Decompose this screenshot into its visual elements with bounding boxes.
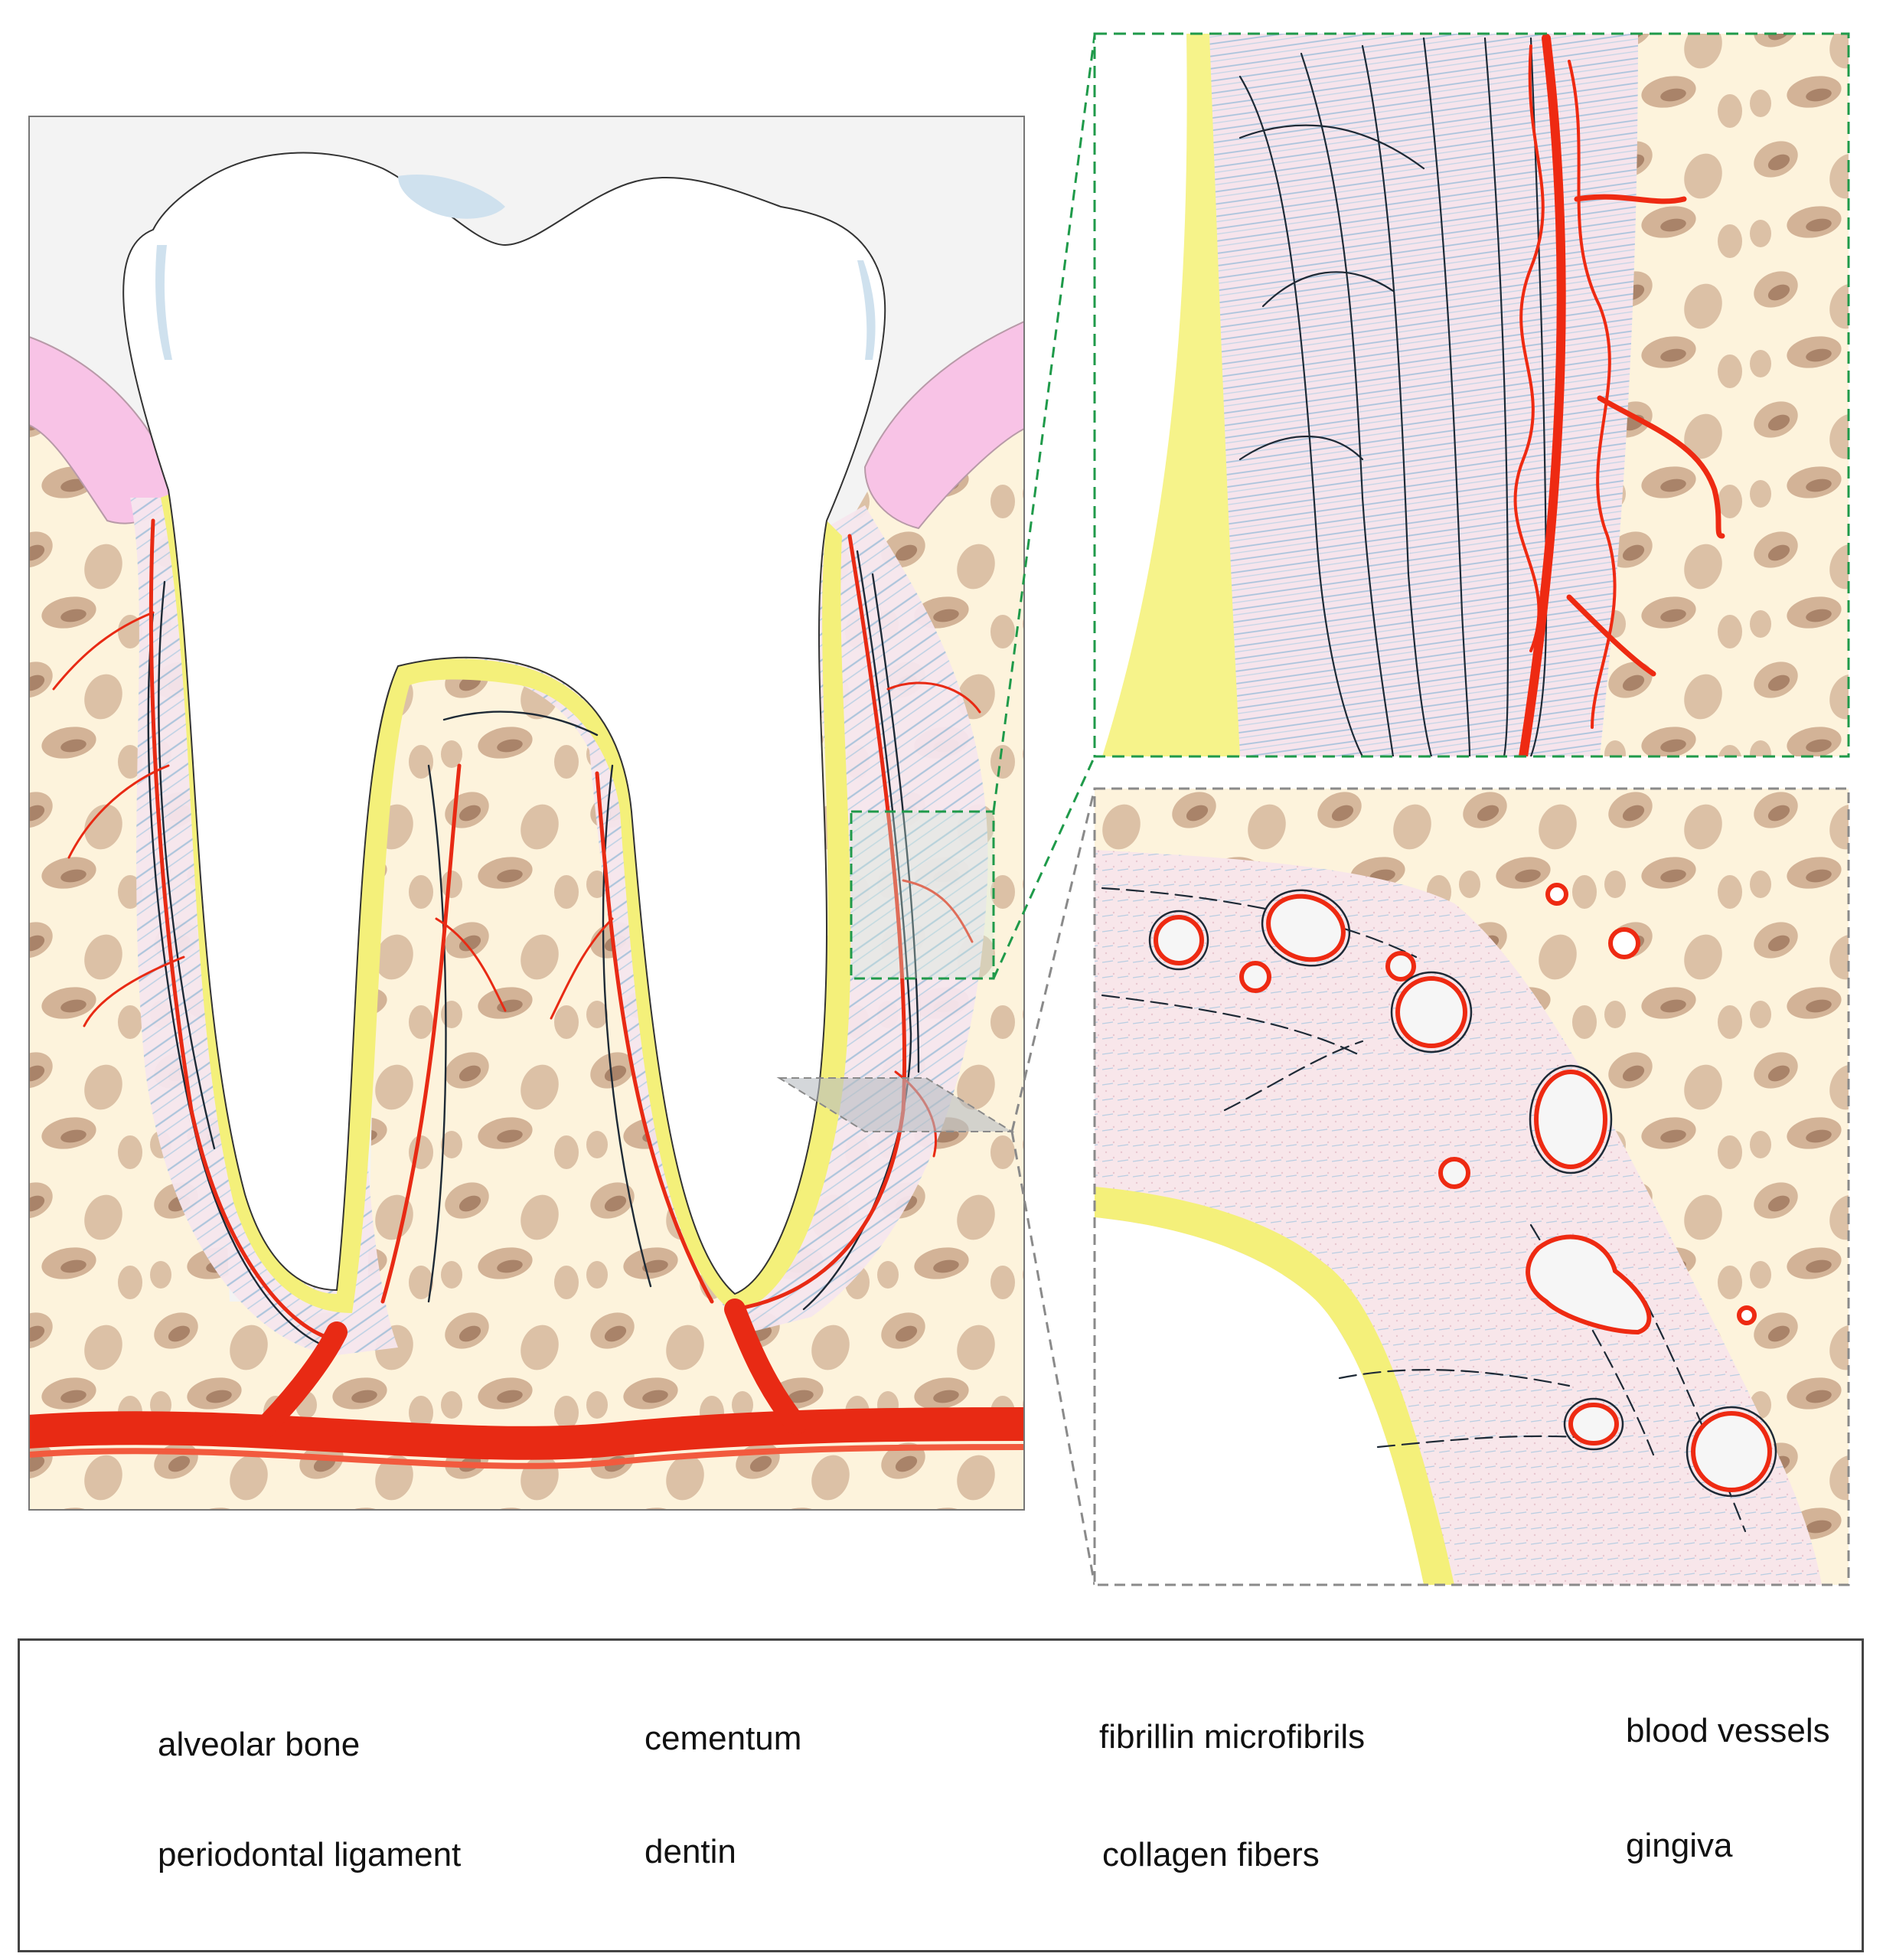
main-frame xyxy=(28,116,1025,1511)
legend-label-gingiva: gingiva xyxy=(1626,1827,1733,1864)
legend-label-fibrillin-microfibrils: fibrillin microfibrils xyxy=(1099,1718,1366,1756)
zoom-connectors xyxy=(992,34,1096,1586)
legend xyxy=(18,1638,1864,1952)
dentin-crown xyxy=(122,152,886,1295)
zoom-panel-1-frame xyxy=(1093,32,1850,758)
zoom-panel-cross-section-detail xyxy=(1095,789,1849,1585)
enamel-shadow-right xyxy=(857,260,876,360)
enamel-shadow-left xyxy=(155,245,172,360)
legend-label-cementum: cementum xyxy=(645,1720,802,1757)
legend-label-collagen-fibers: collagen fibers xyxy=(1102,1836,1320,1873)
zoom-region-1-indicator xyxy=(850,810,995,980)
main-blood-vessels xyxy=(29,518,1024,1469)
legend-label-dentin: dentin xyxy=(645,1833,736,1870)
tooth-cross-section xyxy=(29,116,1024,1510)
gingiva-right xyxy=(863,320,1024,530)
legend-label-alveolar-bone: alveolar bone xyxy=(158,1726,361,1763)
legend-label-periodontal-ligament: periodontal ligament xyxy=(158,1836,462,1873)
enamel-shadow-top xyxy=(398,175,505,219)
main-fibrillin-microfibrils xyxy=(147,550,920,1349)
zoom-panel-ligament-detail xyxy=(1095,34,1849,756)
vessel-cross-sections xyxy=(1154,883,1772,1492)
legend-label-blood-vessels: blood vessels xyxy=(1626,1712,1830,1749)
zoom-panel-2-frame xyxy=(1093,787,1850,1586)
